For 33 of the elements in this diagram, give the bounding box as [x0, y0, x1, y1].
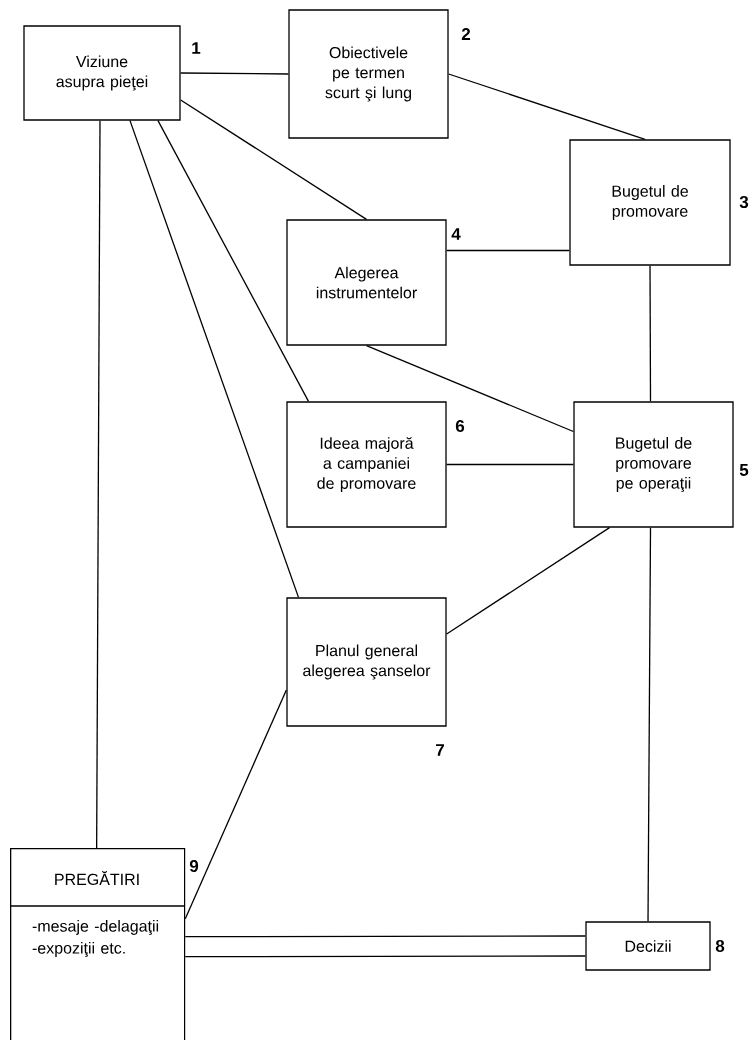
connector-line	[446, 463, 574, 466]
process-box: Planul general alegerea şanselor	[286, 597, 447, 727]
node-number: 9	[189, 860, 199, 873]
node-number: 5	[739, 464, 749, 476]
connector-line	[647, 527, 652, 922]
list-box: PREGĂTIRI -mesaje -delagaţii -expoziţii etc.	[9, 848, 186, 1040]
process-box: Obiectivele pe termen scurt şi lung	[288, 9, 449, 139]
node-number: 1	[192, 42, 201, 54]
process-box: Viziune asupra pieţei	[23, 25, 181, 121]
connector-line	[129, 120, 300, 598]
connector-line	[180, 72, 289, 75]
connector-line	[184, 955, 586, 958]
process-box: Bugetul de promovare pe operaţii	[573, 401, 734, 528]
connector-line	[446, 527, 611, 635]
connector-line	[96, 120, 101, 849]
process-box: Ideea majoră a campaniei de promovare	[286, 401, 447, 528]
node-number: 8	[715, 940, 725, 953]
process-box: Bugetul de promovare	[569, 139, 731, 266]
node-number: 7	[436, 744, 444, 756]
node-number: 3	[739, 195, 749, 209]
connector-line	[649, 265, 652, 402]
connector-line	[448, 73, 646, 140]
node-number: 2	[461, 28, 471, 40]
connector-line	[184, 935, 586, 938]
process-box: Decizii	[585, 921, 711, 971]
connector-line	[157, 120, 310, 402]
connector-line	[184, 689, 287, 920]
node-number: 4	[451, 228, 461, 240]
connector-line	[446, 249, 570, 252]
connector-line	[365, 345, 574, 433]
process-box: Alegerea instrumentelor	[286, 219, 447, 346]
connector-line	[180, 99, 368, 220]
node-number: 6	[455, 420, 465, 433]
